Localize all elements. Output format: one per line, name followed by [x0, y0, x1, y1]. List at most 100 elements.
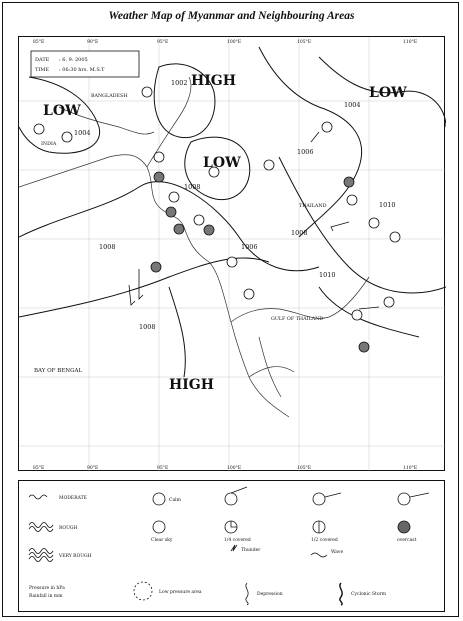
cyclonic-storm-icon [339, 582, 343, 606]
lon-tick-bottom: 90°E [87, 465, 98, 471]
station-icon [153, 151, 165, 163]
time-label: TIME [35, 67, 49, 73]
page-frame [2, 2, 459, 617]
isobar-label: 1008 [291, 229, 308, 237]
weather-map: 85°E 90°E 95°E 100°E 105°E 110°E 85°E 90… [18, 36, 447, 472]
legend-svg: MODERATE Calm ROUGH Clear sky 1/4 covere… [28, 486, 430, 606]
lon-tick-bottom: 110°E [403, 465, 417, 471]
station-icon [168, 191, 180, 203]
station-icon [383, 296, 395, 308]
legend: MODERATE Calm ROUGH Clear sky 1/4 covere… [18, 480, 445, 612]
legend-labels: MODERATE Calm ROUGH Clear sky 1/4 covere… [29, 495, 417, 599]
station-icon [351, 309, 363, 321]
legend-label: Calm [169, 497, 182, 503]
quarter-covered-icon [230, 521, 237, 528]
wind-arrow-icon-2 [312, 492, 326, 506]
legend-label: ROUGH [59, 525, 77, 531]
station-icon [61, 131, 73, 143]
isobar-label: 1006 [297, 148, 314, 156]
legend-label: 1/2 covered [311, 537, 338, 543]
region-label: GULF OF THAILAND [271, 316, 323, 322]
clear-sky-circle-icon [152, 520, 166, 534]
high-label: HIGH [169, 377, 214, 393]
isobar-label: 1008 [139, 323, 156, 331]
legend-label: VERY ROUGH [58, 553, 92, 559]
isobar-label: 1006 [241, 243, 258, 251]
station-icon [173, 223, 185, 235]
region-label: INDIA [41, 141, 57, 147]
very-rough-wind-icon [28, 552, 54, 558]
isobar-label: 1008 [99, 243, 116, 251]
high-label: HIGH [191, 73, 236, 89]
low-label: LOW [43, 103, 81, 119]
rough-wind-icon [28, 522, 54, 528]
very-rough-wind-icon [28, 548, 54, 554]
legend-label: Low pressure area [159, 589, 202, 595]
wind-barbs [128, 131, 380, 310]
station-icon [243, 288, 255, 300]
lon-tick-top: 85°E [33, 39, 44, 45]
region-labels: BAY OF BENGAL GULF OF THAILAND THAILAND … [34, 93, 327, 374]
station-icon [141, 86, 153, 98]
depression-icon [245, 582, 249, 606]
legend-label: overcast [397, 537, 417, 543]
legend-label: Wave [331, 549, 343, 555]
map-svg: 85°E 90°E 95°E 100°E 105°E 110°E 85°E 90… [18, 37, 447, 472]
station-icon [193, 214, 205, 226]
legend-label: Depression [257, 591, 283, 597]
wind-arrow-icon-3 [397, 492, 411, 506]
coastlines [18, 76, 370, 418]
station-icon [343, 176, 355, 188]
station-icon [321, 121, 333, 133]
lon-tick-top: 105°E [297, 39, 311, 45]
isobar-label: 1008 [184, 183, 201, 191]
legend-note: Pressure in hPa [29, 585, 65, 591]
legend-note: Rainfall in mm [29, 593, 63, 599]
wind-arrow-icon [224, 492, 238, 506]
isobar-label: 1010 [379, 201, 396, 209]
isobar-label: 1004 [344, 101, 361, 109]
wind-arrow-icon [230, 486, 248, 494]
isobar-label: 1010 [319, 271, 336, 279]
map-title: Weather Map of Myanmar and Neighbouring … [108, 10, 355, 22]
isobar-label: 1002 [171, 79, 188, 87]
time-value: : 06:30 hrs. M.S.T [59, 67, 105, 73]
station-icon [150, 261, 162, 273]
region-label: BAY OF BENGAL [34, 368, 82, 374]
lon-tick-bottom: 100°E [227, 465, 241, 471]
pressure-systems: HIGH LOW LOW LOW HIGH [43, 73, 407, 393]
low-label: LOW [369, 85, 407, 101]
lon-tick-top: 100°E [227, 39, 241, 45]
wind-arrow-icon-2 [324, 492, 342, 498]
rough-wind-icon [28, 526, 54, 532]
legend-label: MODERATE [59, 495, 87, 501]
stations [33, 86, 401, 321]
stations-filled [150, 171, 370, 353]
station-icon [153, 171, 165, 183]
legend-symbols [28, 486, 430, 606]
graticule [19, 37, 446, 472]
legend-label: Thunder [241, 547, 261, 553]
lon-tick-bottom: 95°E [157, 465, 168, 471]
region-label: BANGLADESH [91, 93, 128, 99]
low-label: LOW [203, 155, 241, 171]
legend-label: Clear sky [151, 537, 173, 543]
lon-tick-top: 95°E [157, 39, 168, 45]
calm-circle-icon [152, 492, 166, 506]
station-icon [389, 231, 401, 243]
station-icon [165, 206, 177, 218]
info-box: DATE : 6. 9. 2005 TIME : 06:30 hrs. M.S.… [30, 50, 140, 78]
station-icon [346, 194, 358, 206]
station-icon [33, 123, 45, 135]
region-label: THAILAND [299, 203, 327, 209]
wave-icon [310, 552, 328, 558]
station-icon [358, 341, 370, 353]
lon-tick-top: 110°E [403, 39, 417, 45]
isobar-labels: 1002 1004 1004 1006 1008 1008 1008 1006 … [74, 79, 396, 331]
isobar-label: 1004 [74, 129, 91, 137]
tick-labels: 85°E 90°E 95°E 100°E 105°E 110°E 85°E 90… [33, 39, 417, 471]
thunder-icon [230, 544, 238, 552]
lon-tick-top: 90°E [87, 39, 98, 45]
station-icon [263, 159, 275, 171]
isobars [18, 46, 447, 378]
